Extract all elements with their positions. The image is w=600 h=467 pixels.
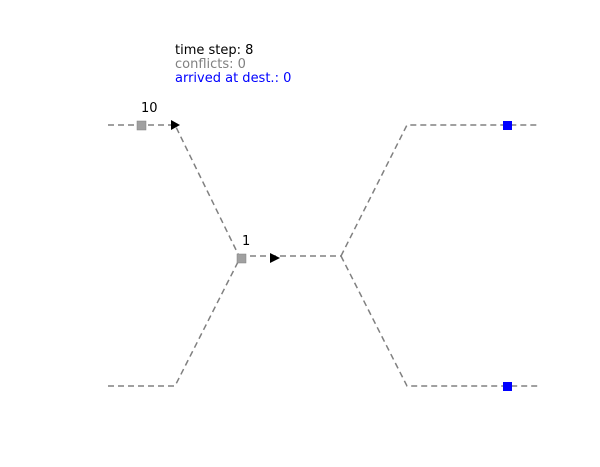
- time-step-text: time step: 8: [175, 43, 254, 58]
- arrived-text: arrived at dest.: 0: [175, 71, 292, 86]
- road-bottom-left: [108, 257, 241, 387]
- road-top-right: [340, 124, 540, 257]
- direction-arrow-icon: [171, 120, 180, 130]
- vehicle-label: 10: [141, 101, 158, 116]
- road-bottom-right: [340, 255, 540, 387]
- conflicts-text: conflicts: 0: [175, 57, 246, 72]
- vehicle-marker: [236, 253, 247, 264]
- roads: [108, 124, 540, 387]
- destination-marker-top: [503, 121, 512, 130]
- direction-arrow-icon: [270, 253, 280, 263]
- road-top-left: [108, 124, 241, 259]
- vehicle-label: 1: [242, 234, 250, 249]
- destination-marker-bottom: [503, 382, 512, 391]
- vehicle-marker: [136, 120, 147, 131]
